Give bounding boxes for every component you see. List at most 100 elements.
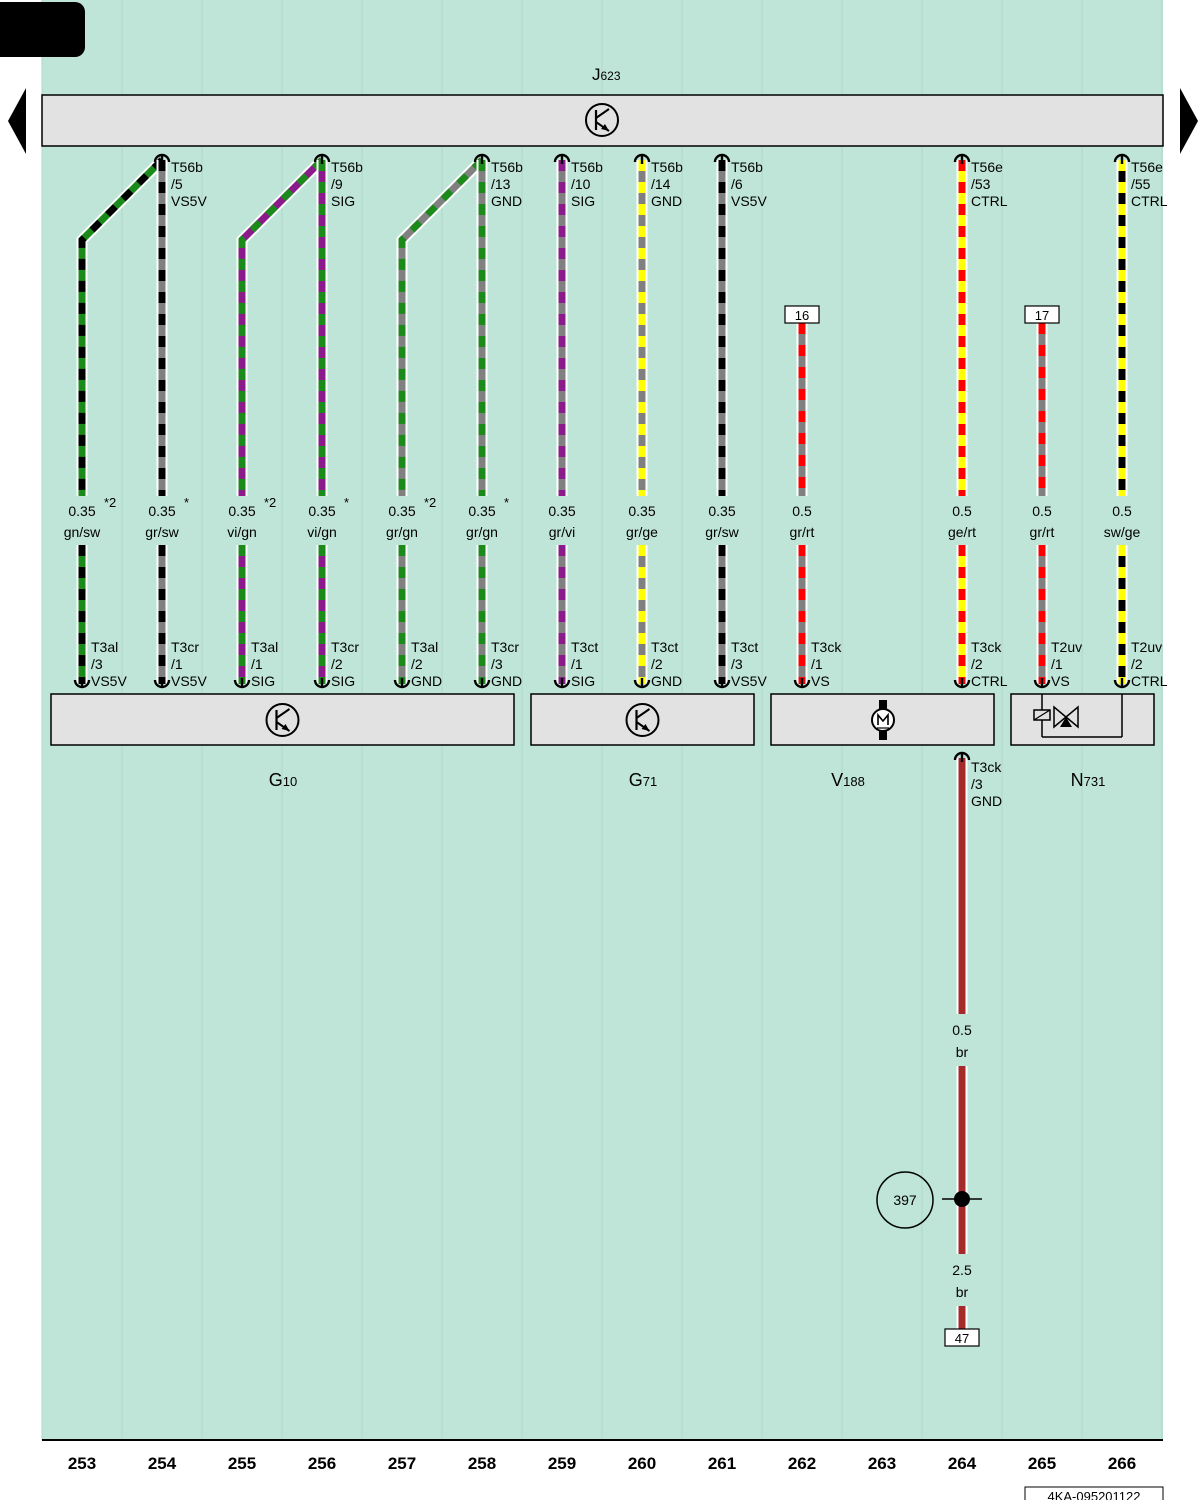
connector-label: CTRL	[1131, 193, 1168, 209]
connector-pin-icon	[633, 153, 651, 164]
connector-pin-icon	[953, 678, 971, 689]
connector-label: SIG	[331, 673, 355, 689]
connector-label: T3ct	[571, 639, 598, 655]
component-g10[interactable]: G10	[50, 693, 515, 790]
component-label: G71	[629, 770, 657, 790]
connector-label: /2	[411, 656, 423, 672]
column-number: 254	[148, 1454, 177, 1473]
wire-size-label: 0.35	[468, 503, 495, 519]
reference-box[interactable]: 47	[944, 1328, 980, 1347]
connector-label: /1	[1051, 656, 1063, 672]
wire-color-code: ge/rt	[948, 524, 976, 540]
connector-label: SIG	[571, 673, 595, 689]
control-unit-box[interactable]	[41, 94, 1164, 147]
component-box[interactable]	[50, 693, 515, 746]
connector-label: SIG	[571, 193, 595, 209]
top-unit-label: J623	[592, 65, 621, 84]
connector-pin-icon	[393, 678, 411, 689]
connector-label: GND	[651, 193, 682, 209]
wire-size-label: 0.35	[68, 503, 95, 519]
doc-id: 4KA-095201122	[1047, 1489, 1140, 1500]
transistor-symbol-icon	[625, 703, 660, 737]
connector-pin-icon	[793, 678, 811, 689]
connector-pin-icon	[1113, 678, 1131, 689]
wire-253-upper[interactable]	[76, 156, 166, 496]
wire-257-upper[interactable]	[396, 156, 486, 496]
connector-pin-icon	[153, 153, 171, 164]
connector-label: T56b	[331, 159, 363, 175]
connector-pin-icon	[153, 678, 171, 689]
connector-label: /3	[491, 656, 503, 672]
connector-label: /2	[331, 656, 343, 672]
ground-wire-label: br	[956, 1284, 969, 1300]
triangle-right-icon[interactable]	[1180, 88, 1198, 154]
connector-label: T3cr	[331, 639, 359, 655]
wire-size-label: 0.5	[952, 503, 972, 519]
reference-box[interactable]: 16	[784, 305, 820, 324]
reference-box[interactable]: 17	[1024, 305, 1060, 324]
column-number: 256	[308, 1454, 336, 1473]
component-g71[interactable]: G71	[530, 693, 755, 790]
column-number: 262	[788, 1454, 816, 1473]
column-number: 265	[1028, 1454, 1056, 1473]
column-number: 266	[1108, 1454, 1136, 1473]
connector-label: SIG	[251, 673, 275, 689]
junction-number: 397	[893, 1192, 917, 1208]
wire-size-label: 0.35	[628, 503, 655, 519]
connector-label: VS5V	[171, 673, 207, 689]
connector-label: /14	[651, 176, 671, 192]
wire-255-upper[interactable]	[236, 156, 326, 496]
connector-label: /53	[971, 176, 991, 192]
connector-label: VS5V	[171, 193, 207, 209]
wire-color-code: gr/rt	[1030, 524, 1055, 540]
connector-label: /6	[731, 176, 743, 192]
connector-pin-icon	[313, 678, 331, 689]
connector-pin-icon	[953, 153, 971, 164]
component-box[interactable]	[530, 693, 755, 746]
connector-label: /9	[331, 176, 343, 192]
wire-group	[76, 156, 1128, 684]
wire-footnote: *	[344, 495, 349, 510]
connector-pin-icon	[473, 678, 491, 689]
component-label: V188	[831, 770, 865, 790]
wire-size-label: 0.35	[308, 503, 335, 519]
ground-wire-label: br	[956, 1044, 969, 1060]
wire-size-label: 0.35	[548, 503, 575, 519]
connector-label: /1	[171, 656, 183, 672]
connector-label: VS	[811, 673, 830, 689]
wire-color-code: gr/gn	[386, 524, 418, 540]
page-tab[interactable]	[0, 2, 85, 57]
connector-label: /1	[811, 656, 823, 672]
connector-label: /3	[731, 656, 743, 672]
wire-color-code: gr/sw	[705, 524, 739, 540]
connector-label: VS5V	[731, 673, 767, 689]
wire-size-label: 0.35	[708, 503, 735, 519]
component-label: N731	[1071, 770, 1106, 790]
connector-label: T56b	[491, 159, 523, 175]
connector-label: GND	[491, 193, 522, 209]
connector-pin-icon	[953, 751, 971, 762]
connector-label: T3ct	[651, 639, 678, 655]
column-number: 258	[468, 1454, 496, 1473]
component-n731[interactable]: N731	[1010, 693, 1155, 790]
wire-color-code: gr/vi	[549, 524, 575, 540]
component-v188[interactable]: V188	[770, 693, 995, 790]
wire-color-code: gr/gn	[466, 524, 498, 540]
connector-pin-icon	[233, 678, 251, 689]
connector-label: T3ck	[971, 639, 1002, 655]
connector-label: GND	[411, 673, 442, 689]
wire-footnote: *	[504, 495, 509, 510]
connector-pin-icon	[553, 153, 571, 164]
reference-number: 47	[955, 1331, 969, 1346]
connector-pin-icon	[73, 678, 91, 689]
wire-color-code: gr/rt	[790, 524, 815, 540]
junction-point[interactable]: 397	[876, 1171, 982, 1229]
connector-label: CTRL	[971, 193, 1008, 209]
column-number: 263	[868, 1454, 896, 1473]
ground-wire-label: 0.5	[952, 1022, 972, 1038]
triangle-left-icon[interactable]	[8, 88, 26, 154]
connector-pin-icon	[713, 678, 731, 689]
connector-label: T56e	[1131, 159, 1163, 175]
column-number: 259	[548, 1454, 576, 1473]
